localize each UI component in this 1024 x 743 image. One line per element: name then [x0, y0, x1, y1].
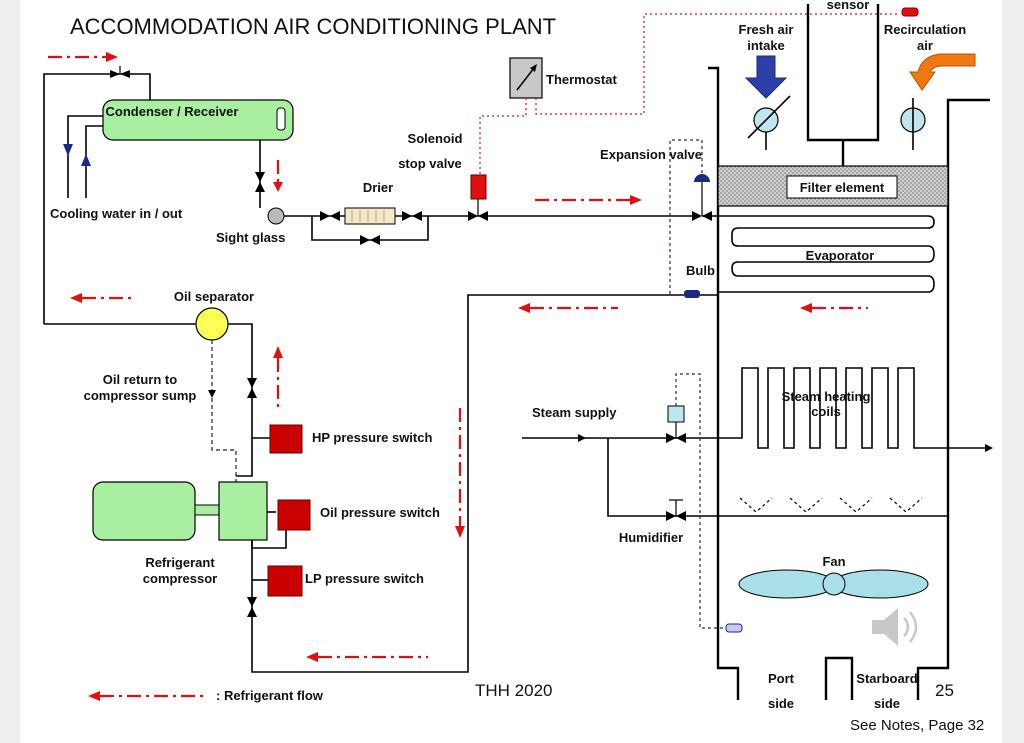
cooling-water-label: Cooling water in / out — [50, 206, 183, 221]
evaporator-coil — [718, 215, 935, 293]
hp-pressure-switch — [269, 424, 303, 454]
solenoid-label-2: stop valve — [398, 156, 462, 171]
speaker-icon[interactable] — [872, 608, 918, 646]
steam-supply-label: Steam supply — [532, 405, 617, 420]
recirculation-label-2: air — [917, 38, 933, 53]
fan-label: Fan — [822, 554, 845, 569]
solenoid-stop-valve — [468, 174, 488, 221]
oil-return-label-2: compressor sump — [84, 388, 197, 403]
drier-label: Drier — [363, 180, 393, 195]
page-title: ACCOMMODATION AIR CONDITIONING PLANT — [70, 14, 556, 39]
sight-glass — [267, 207, 285, 225]
sight-glass-label: Sight glass — [216, 230, 285, 245]
port-label-1: Port — [768, 671, 795, 686]
recirculation-air-intake — [900, 53, 976, 150]
credit-text: THH 2020 — [475, 681, 552, 700]
notes-reference: See Notes, Page 32 — [850, 717, 984, 734]
page-number: 25 — [935, 681, 954, 700]
oil-switch-label: Oil pressure switch — [320, 505, 440, 520]
evaporator-label: Evaporator — [806, 248, 875, 263]
sensor-label: sensor — [827, 0, 870, 12]
humidifier-label: Humidifier — [619, 530, 683, 545]
humidifier-valve — [666, 499, 686, 521]
oil-separator-label: Oil separator — [174, 289, 254, 304]
expansion-valve-label: Expansion valve — [600, 147, 702, 162]
legend-label: : Refrigerant flow — [216, 688, 324, 703]
oil-return-label-1: Oil return to — [103, 372, 177, 387]
bulb-label: Bulb — [686, 263, 715, 278]
compressor-label-1: Refrigerant — [145, 555, 215, 570]
fresh-air-label-1: Fresh air — [739, 22, 794, 37]
valve-below-condenser — [255, 172, 265, 192]
fresh-air-intake — [744, 55, 791, 150]
filter-label: Filter element — [800, 180, 885, 195]
bulb — [684, 290, 700, 298]
thermostat-label: Thermostat — [546, 72, 617, 87]
fresh-air-label-2: intake — [747, 38, 785, 53]
steam-coils-label-1: Steam heating — [782, 389, 871, 404]
refrigerant-compressor — [92, 481, 268, 541]
isolation-valve-top — [110, 66, 130, 78]
drier — [344, 207, 396, 225]
lp-pressure-switch — [267, 565, 303, 597]
steam-heating-coils — [718, 367, 948, 449]
condenser-receiver — [102, 99, 294, 141]
discharge-valve — [247, 378, 257, 398]
fan — [738, 569, 929, 599]
temperature-sensor — [901, 7, 919, 17]
drier-valves — [320, 211, 422, 245]
suction-valve — [247, 597, 257, 617]
port-label-2: side — [768, 696, 794, 711]
oil-separator — [195, 307, 229, 341]
steam-coils-label-2: coils — [811, 404, 841, 419]
humidity-sensor — [725, 623, 743, 633]
expansion-valve — [692, 174, 712, 221]
solenoid-label-1: Solenoid — [408, 131, 463, 146]
compressor-label-2: compressor — [143, 571, 217, 586]
steam-control-valve — [666, 405, 686, 443]
oil-pressure-switch — [277, 499, 311, 531]
recirculation-label-1: Recirculation — [884, 22, 966, 37]
viewer-frame-left — [0, 0, 20, 743]
viewer-frame-right — [1002, 0, 1024, 743]
hp-switch-label: HP pressure switch — [312, 430, 432, 445]
condenser-label: Condenser / Receiver — [106, 104, 239, 119]
lp-switch-label: LP pressure switch — [305, 571, 424, 586]
starboard-label-1: Starboard — [856, 671, 917, 686]
starboard-label-2: side — [874, 696, 900, 711]
air-handling-unit: Filter element Evaporator Steam heating … — [682, 4, 993, 711]
